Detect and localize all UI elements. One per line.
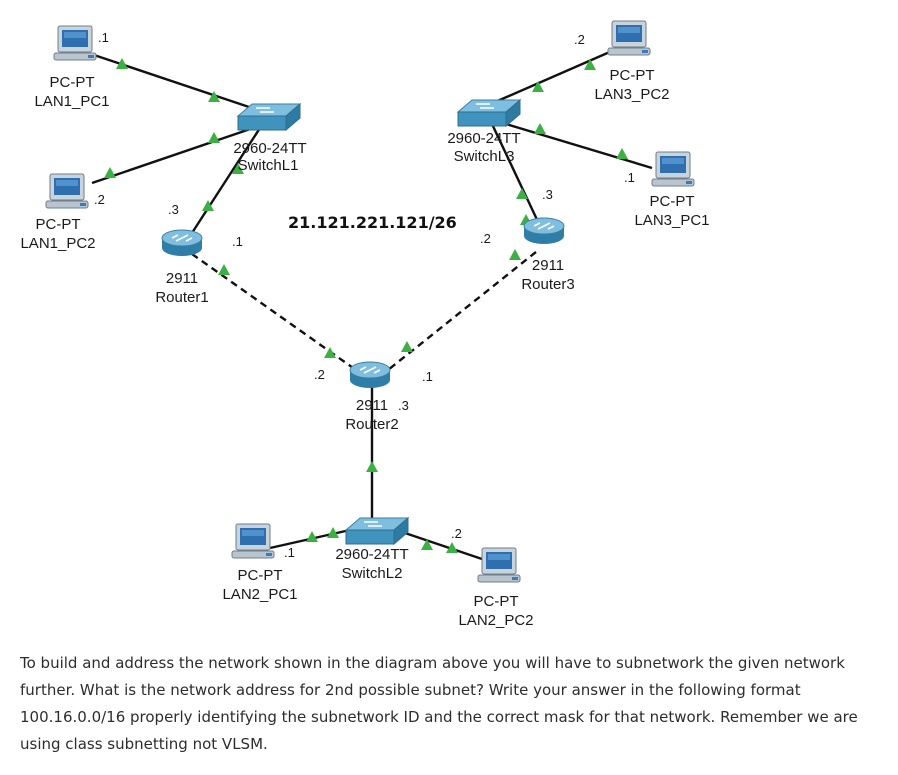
serial-router1-router2	[191, 253, 357, 371]
lan3-pc2-port: .2	[574, 32, 585, 47]
lan3-pc1-port: .1	[624, 170, 635, 185]
router-1-port-wan: .1	[232, 234, 243, 249]
lan2-pc1-name: LAN2_PC1	[222, 586, 297, 603]
link-switch1-router1	[188, 127, 262, 237]
lan3-pc2-type: PC-PT	[610, 67, 655, 84]
lan1-pc2-port: .2	[94, 192, 105, 207]
router-3-port-wan: .2	[480, 231, 491, 246]
lan1-pc2-name: LAN1_PC2	[20, 235, 95, 252]
router-3-name: Router3	[521, 276, 574, 293]
router-2-port-r3: .1	[422, 369, 433, 384]
switch-l3-name: SwitchL3	[454, 148, 515, 165]
link-switch2-lan2pc2	[401, 530, 483, 561]
router-1[interactable]	[161, 229, 203, 257]
switch-l1[interactable]	[237, 103, 301, 131]
router-2-model: 2911	[356, 397, 388, 414]
lan2-pc2-port: .2	[451, 526, 462, 541]
links	[91, 49, 653, 561]
router-3-model: 2911	[532, 257, 564, 274]
router-1-model: 2911	[166, 270, 198, 287]
pc-lan2-pc2[interactable]	[477, 547, 521, 583]
lan1-pc2-type: PC-PT	[36, 216, 81, 233]
lan2-pc2-type: PC-PT	[474, 593, 519, 610]
lan1-pc1-port: .1	[98, 30, 109, 45]
pc-lan3-pc2[interactable]	[607, 20, 651, 56]
switch-l1-model: 2960-24TT	[233, 140, 306, 157]
lan2-pc1-port: .1	[284, 545, 295, 560]
router-3[interactable]	[523, 217, 565, 245]
switch-l1-name: SwitchL1	[238, 157, 299, 174]
lan2-pc1-type: PC-PT	[238, 567, 283, 584]
link-switch3-lan3pc2	[485, 49, 613, 108]
router-2-port-lan: .3	[398, 398, 409, 413]
router-2-port-r1: .2	[314, 367, 325, 382]
switch-l3-model: 2960-24TT	[447, 130, 520, 147]
link-switch3-router3	[490, 123, 542, 227]
lan3-pc1-name: LAN3_PC1	[634, 212, 709, 229]
switch-l2-model: 2960-24TT	[335, 546, 408, 563]
network-address-label: 21.121.221.121/26	[288, 213, 457, 232]
switch-l3[interactable]	[457, 99, 521, 127]
lan1-pc1-type: PC-PT	[50, 74, 95, 91]
link-lan1pc2-switch1	[91, 123, 263, 185]
switch-l2[interactable]	[345, 517, 409, 545]
serial-links	[191, 251, 537, 371]
lan1-pc1-name: LAN1_PC1	[34, 93, 109, 110]
link-switch3-lan3pc1	[485, 116, 653, 170]
serial-router3-router2	[387, 251, 537, 371]
pc-lan1-pc2[interactable]	[45, 173, 89, 209]
router-2-name: Router2	[345, 416, 398, 433]
router-1-port-lan: .3	[168, 202, 179, 217]
router-2[interactable]	[349, 361, 391, 389]
switch-l2-name: SwitchL2	[342, 565, 403, 582]
pc-lan1-pc1[interactable]	[53, 25, 97, 61]
network-topology-diagram: PC-PT LAN1_PC1 .1 PC-PT LAN1_PC2 .2 PC-P…	[20, 20, 710, 629]
router-3-port-lan: .3	[542, 187, 553, 202]
question-text: To build and address the network shown i…	[20, 654, 858, 753]
pc-lan2-pc1[interactable]	[231, 523, 275, 559]
router-1-name: Router1	[155, 289, 208, 306]
lan3-pc2-name: LAN3_PC2	[594, 86, 669, 103]
lan2-pc2-name: LAN2_PC2	[458, 612, 533, 629]
pc-lan3-pc1[interactable]	[651, 151, 695, 187]
lan3-pc1-type: PC-PT	[650, 193, 695, 210]
